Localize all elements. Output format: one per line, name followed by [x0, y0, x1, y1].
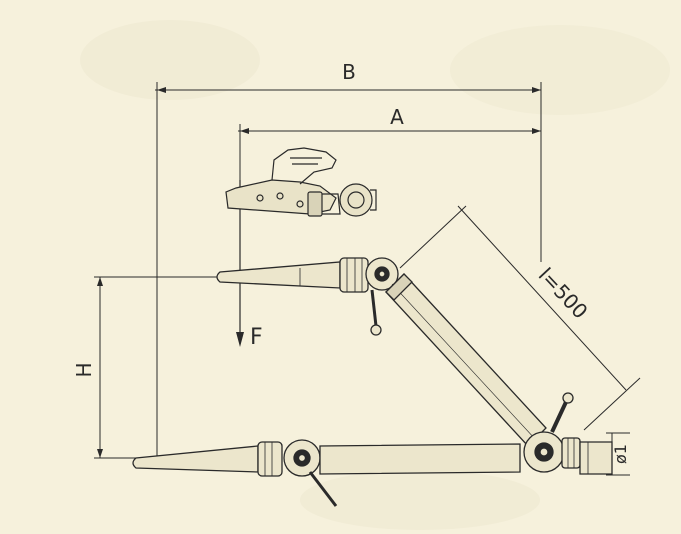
upper-arm — [216, 257, 399, 336]
dimension-a — [238, 124, 541, 180]
dimension-a-label: A — [390, 105, 404, 129]
lower-knuckle — [523, 392, 581, 473]
length-label: l=500 — [534, 263, 593, 324]
dimension-b — [155, 82, 542, 460]
inclined-tube — [385, 273, 547, 447]
lower-arm — [132, 439, 613, 507]
paper-shading — [80, 20, 670, 530]
dimension-h — [94, 276, 230, 459]
force-label: F — [250, 325, 263, 350]
diameter-label: ø1 — [611, 444, 630, 464]
dimension-h-label: H — [72, 362, 96, 377]
dimension-b-label: B — [342, 60, 356, 84]
length-dimension — [399, 205, 641, 431]
coupling-head — [225, 147, 377, 217]
